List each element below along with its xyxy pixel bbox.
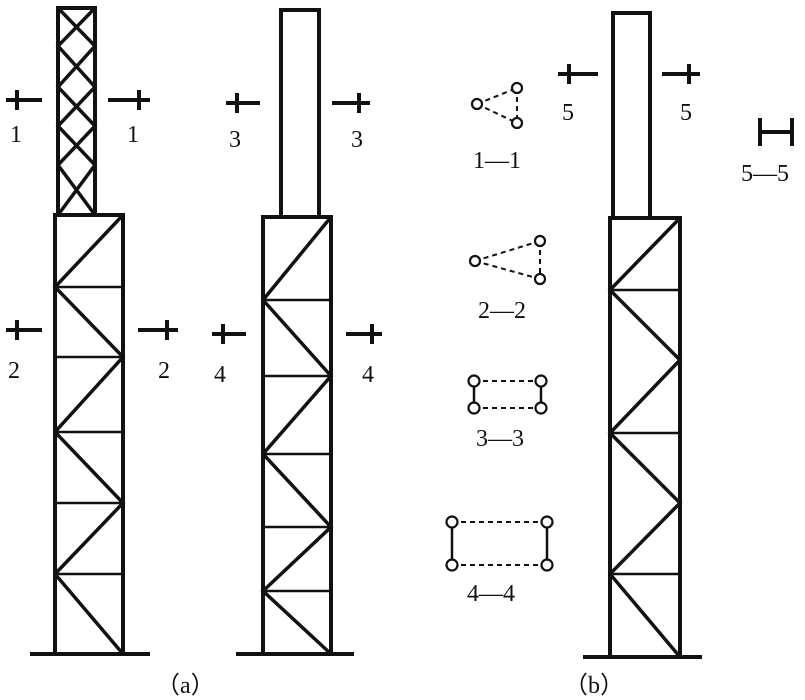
lower-shaft-a2 bbox=[261, 215, 333, 656]
section-caption-3-3: 3—3 bbox=[476, 426, 524, 452]
chord-node bbox=[540, 558, 554, 572]
lower-diagonals-b bbox=[607, 216, 683, 659]
cross-section-3-3: 3—3 bbox=[467, 374, 548, 452]
chord-node bbox=[533, 234, 547, 248]
cross-section-2-2: 2—2 bbox=[468, 234, 547, 324]
section-label-4-left: 4 bbox=[214, 362, 226, 388]
chord-node bbox=[468, 254, 482, 268]
section-mark-1-left: 1 bbox=[6, 90, 42, 148]
lower-diagonals-a2 bbox=[260, 215, 334, 656]
chord-node bbox=[534, 374, 548, 388]
section-label-4-right: 4 bbox=[362, 362, 374, 388]
lower-shaft-b bbox=[608, 216, 682, 659]
section-label-2-right: 2 bbox=[158, 358, 170, 384]
figure-caption-a: （a） bbox=[156, 673, 215, 699]
section-mark-4-left: 4 bbox=[212, 324, 246, 388]
chord-node bbox=[540, 515, 554, 529]
section-label-5-left: 5 bbox=[562, 100, 574, 126]
lower-diagonals-a1 bbox=[52, 213, 126, 656]
section-mark-5-right: 5 bbox=[662, 64, 700, 126]
column-a-solid-top: 3 3 4 4 bbox=[212, 8, 382, 656]
cross-section-1-1: 1—1 bbox=[470, 81, 524, 174]
column-a-lattice: 1 1 2 2 bbox=[6, 6, 178, 656]
section-caption-2-2: 2—2 bbox=[478, 298, 526, 324]
column-b: 5 5 bbox=[558, 11, 702, 659]
upper-lacing-a1b bbox=[55, 6, 98, 217]
section-caption-4-4: 4—4 bbox=[467, 581, 515, 607]
section-label-2-left: 2 bbox=[8, 358, 20, 384]
section-mark-1-right: 1 bbox=[108, 90, 150, 148]
section-caption-1-1: 1—1 bbox=[473, 148, 521, 174]
chord-node bbox=[510, 116, 524, 130]
chord-node bbox=[534, 401, 548, 415]
chord-node bbox=[445, 558, 459, 572]
chord-node bbox=[467, 401, 481, 415]
section-label-3-right: 3 bbox=[351, 127, 363, 153]
section-label-1-right: 1 bbox=[127, 122, 139, 148]
section-label-3-left: 3 bbox=[229, 127, 241, 153]
section-label-1-left: 1 bbox=[10, 122, 22, 148]
figure-caption-b: （b） bbox=[564, 673, 624, 699]
section-mark-4-right: 4 bbox=[346, 324, 382, 388]
chord-node bbox=[510, 81, 524, 95]
section-caption-5-5: 5—5 bbox=[741, 161, 789, 187]
upper-solid-shaft-b bbox=[611, 11, 652, 220]
section-mark-3-left: 3 bbox=[226, 93, 260, 153]
section-label-5-right: 5 bbox=[680, 100, 692, 126]
chord-node bbox=[470, 97, 484, 111]
upper-solid-shaft-a2 bbox=[279, 8, 321, 219]
chord-node bbox=[533, 272, 547, 286]
cross-section-4-4: 4—4 bbox=[445, 515, 554, 607]
cross-section-5-5: 5—5 bbox=[741, 118, 794, 187]
chord-node bbox=[445, 515, 459, 529]
section-mark-5-left: 5 bbox=[558, 64, 598, 126]
section-mark-2-left: 2 bbox=[6, 320, 42, 384]
chord-node bbox=[467, 374, 481, 388]
section-mark-3-right: 3 bbox=[332, 93, 370, 153]
section-mark-2-right: 2 bbox=[138, 320, 178, 384]
